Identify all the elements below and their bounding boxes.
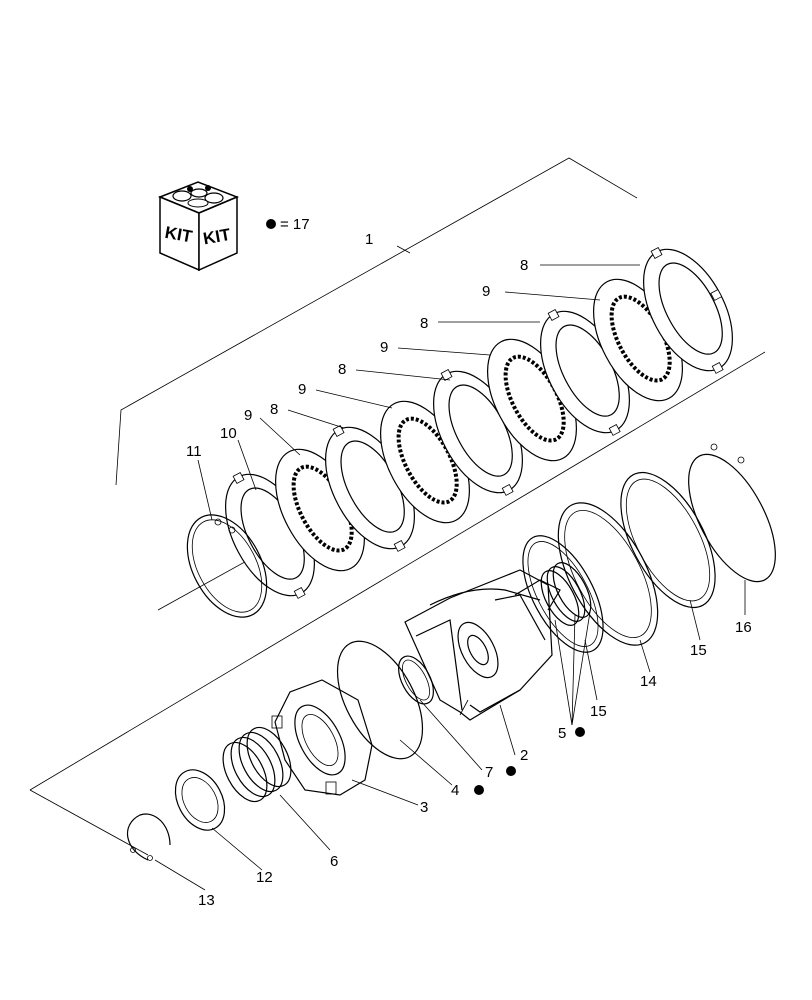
callout-9: 9 <box>380 339 388 356</box>
leader-lines <box>154 264 746 891</box>
kit-dot-5 <box>575 727 585 737</box>
callout-7: 7 <box>485 764 493 781</box>
callout-9: 9 <box>298 381 306 398</box>
kit-box-text-right: KIT <box>202 225 233 249</box>
kit-bullet-dot <box>266 219 276 229</box>
callout-5: 5 <box>558 725 566 742</box>
clutch-plate-stack <box>225 247 733 599</box>
callout-9: 9 <box>244 407 252 424</box>
kit-marker-dots <box>474 727 585 795</box>
o-ring-7 <box>398 655 434 705</box>
callout-14: 14 <box>640 673 657 690</box>
steel-clutch-plate <box>643 247 733 374</box>
kit-dot-7 <box>506 766 516 776</box>
clutch-hub-2 <box>404 569 561 721</box>
callout-15: 15 <box>590 703 607 720</box>
callout-3: 3 <box>420 799 428 816</box>
callout-labels: 1 8 9 8 9 8 9 8 9 10 11 16 15 14 15 5 2 … <box>186 231 752 909</box>
callout-8: 8 <box>520 257 528 274</box>
callout-2: 2 <box>520 747 528 764</box>
washer-12 <box>174 769 226 831</box>
kit-icon: KIT KIT <box>157 181 240 272</box>
snap-ring-11 <box>186 514 268 618</box>
snap-ring-16 <box>688 443 776 583</box>
callout-13: 13 <box>198 892 215 909</box>
callout-8: 8 <box>420 315 428 332</box>
spring-6 <box>222 726 292 803</box>
callout-1: 1 <box>365 231 373 248</box>
callout-8: 8 <box>338 361 346 378</box>
callout-8: 8 <box>270 401 278 418</box>
disc-4 <box>336 640 424 760</box>
ring-15-lower <box>522 535 604 653</box>
callout-9: 9 <box>482 283 490 300</box>
callout-15: 15 <box>690 642 707 659</box>
kit-dot-4 <box>474 785 484 795</box>
callout-11: 11 <box>186 443 202 460</box>
callout-10: 10 <box>220 425 237 442</box>
kit-box-text-left: KIT <box>163 223 194 247</box>
circlip-13 <box>126 813 171 861</box>
callout-6: 6 <box>330 853 338 870</box>
callout-4: 4 <box>451 782 459 799</box>
kit-equals-label: = 17 <box>280 216 310 233</box>
callout-12: 12 <box>256 869 273 886</box>
ring-15-upper <box>620 471 716 609</box>
callout-16: 16 <box>735 619 752 636</box>
piston-3 <box>271 679 373 796</box>
